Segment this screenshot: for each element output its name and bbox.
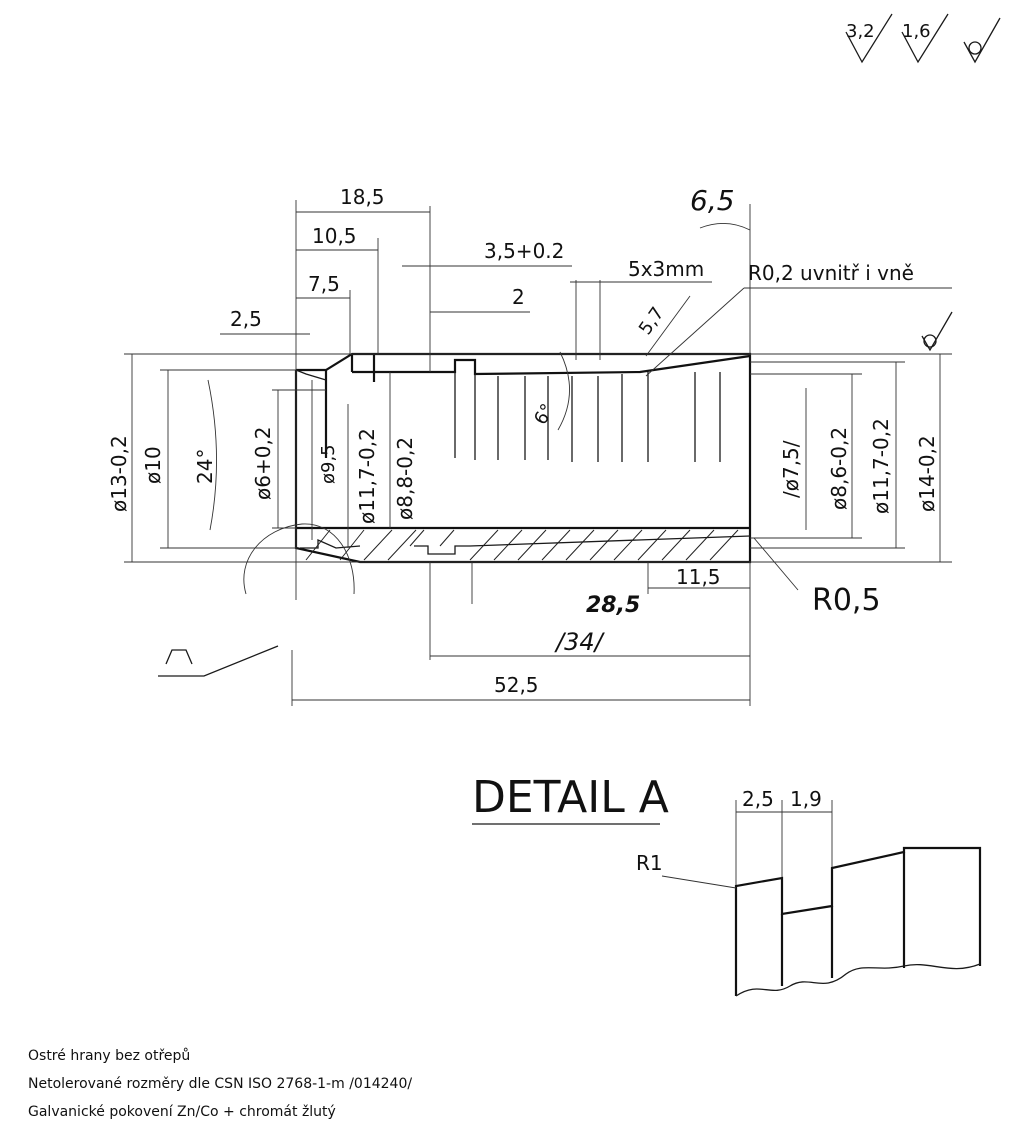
dim-dia-10-label: ø10: [141, 446, 165, 484]
dim-52-5: 52,5: [292, 673, 750, 701]
dim-dia-13-label: ø13-0,2: [107, 435, 131, 512]
dim-dia-8-6: ø8,6-0,2: [827, 374, 853, 538]
dim-7-5: 7,5: [296, 272, 350, 299]
section-hatching: [305, 529, 751, 561]
flatness-symbol: [921, 311, 953, 352]
dim-dia-8-8-label: ø8,8-0,2: [393, 437, 417, 520]
dim-dia-11-7b-label: ø11,7-0,2: [869, 418, 893, 514]
dim-18-5-label: 18,5: [340, 185, 385, 209]
chamfer-symbol: [158, 645, 279, 677]
dim-24deg: 24°: [193, 379, 217, 531]
dim-r02-label: R0,2 uvnitř i vně: [748, 261, 914, 285]
dim-5-7-label: 5,7: [635, 303, 669, 339]
note-tolerances: Netolerované rozměry dle CSN ISO 2768-1-…: [28, 1076, 413, 1092]
dim-dia-11-7a: ø11,7-0,2: [347, 404, 379, 548]
detail-dim-2-5-label: 2,5: [742, 787, 774, 811]
dim-dia-11-7a-label: ø11,7-0,2: [355, 428, 379, 524]
detail-a-title: DETAIL A: [472, 772, 669, 823]
dim-52-5-label: 52,5: [494, 673, 539, 697]
dim-dia-9-5-label: ø9,5: [318, 444, 339, 484]
dim-r05: R0,5: [753, 537, 881, 618]
dim-2: 2: [430, 285, 530, 313]
drawing-notes: Ostré hrany bez otřepů Netolerované rozm…: [28, 1042, 412, 1126]
dim-dia-6: ø6+0,2: [251, 390, 279, 528]
dim-11-5: 11,5: [648, 565, 750, 589]
dim-dia-6-label: ø6+0,2: [251, 426, 275, 500]
roughness-label-1-6: 1,6: [902, 21, 931, 42]
dim-6-5: 6,5: [690, 184, 751, 231]
dim-28-5-label: 28,5: [586, 593, 640, 618]
dim-6deg: 6°: [530, 351, 570, 431]
extension-lines: [124, 353, 952, 563]
note-plating: Galvanické pokovení Zn/Co + chromát žlut…: [28, 1104, 336, 1120]
dim-2-5-label: 2,5: [230, 307, 262, 331]
dim-5x3-label: 5x3mm: [628, 257, 704, 281]
dim-6deg-label: 6°: [530, 400, 558, 428]
roughness-symbol-1-6: 1,6: [901, 13, 949, 64]
dim-dia-7-5: /ø7,5/: [779, 388, 807, 530]
dim-3-5-label: 3,5+0.2: [484, 239, 564, 263]
dim-r02: R0,2 uvnitř i vně: [645, 261, 952, 377]
dim-10-5-label: 10,5: [312, 224, 357, 248]
dim-18-5: 18,5: [296, 185, 430, 213]
roughness-symbol-general: [963, 17, 1001, 64]
detail-dim-1-9-label: 1,9: [790, 787, 822, 811]
note-sharp-edges: Ostré hrany bez otřepů: [28, 1048, 191, 1064]
surface-finish-symbols: 3,2 1,6: [845, 13, 1001, 64]
roughness-symbol-3-2: 3,2: [845, 13, 893, 64]
dim-dia-10: ø10: [141, 370, 169, 548]
vertical-extension-lines: [291, 200, 751, 706]
dim-dia-14: ø14-0,2: [915, 354, 941, 562]
dim-dia-7-5-label: /ø7,5/: [779, 440, 803, 498]
detail-circle: [243, 523, 355, 595]
dim-dia-13: ø13-0,2: [107, 354, 133, 562]
dim-2-5: 2,5: [220, 307, 310, 335]
dim-34-label: /34/: [554, 628, 606, 656]
dim-dia-8-8: ø8,8-0,2: [389, 372, 417, 528]
dim-24deg-label: 24°: [193, 449, 217, 484]
dim-r05-label: R0,5: [812, 583, 881, 618]
dim-7-5-label: 7,5: [308, 272, 340, 296]
roughness-label-3-2: 3,2: [846, 21, 875, 42]
dim-6-5-label: 6,5: [690, 184, 735, 217]
dim-2-label: 2: [512, 285, 525, 309]
dim-dia-14-label: ø14-0,2: [915, 435, 939, 512]
dim-5x3: 5x3mm: [570, 257, 712, 283]
dim-dia-9-5: ø9,5: [311, 380, 339, 540]
detail-a: DETAIL A 2,5 1,9 R1: [472, 772, 982, 997]
dim-11-5-label: 11,5: [676, 565, 721, 589]
dim-34: /34/: [430, 628, 750, 657]
dim-dia-11-7b: ø11,7-0,2: [869, 362, 897, 548]
dim-dia-8-6-label: ø8,6-0,2: [827, 427, 851, 510]
dim-3-5: 3,5+0.2: [402, 239, 572, 267]
dim-10-5: 10,5: [296, 224, 378, 251]
dim-28-5: 28,5: [586, 593, 640, 618]
detail-r1-label: R1: [636, 851, 663, 875]
dim-5-7: 5,7: [635, 295, 691, 357]
